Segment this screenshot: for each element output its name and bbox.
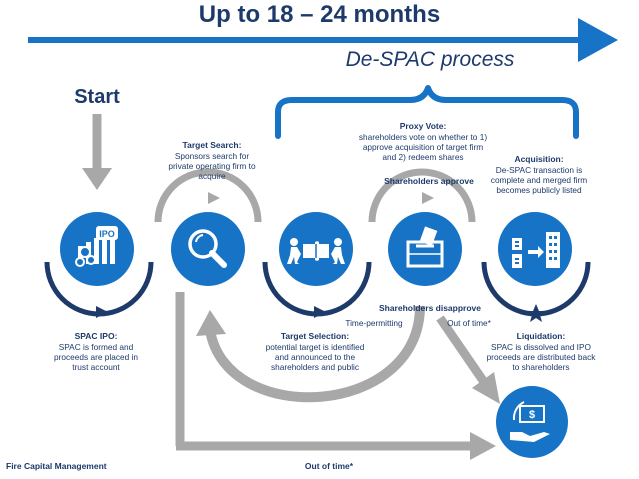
magnifier-icon: [188, 229, 227, 268]
liquidation-title: Liquidation:: [516, 331, 566, 341]
acquisition-desc: De-SPAC transaction is complete and merg…: [490, 164, 588, 196]
spac-ipo-desc: SPAC is formed and proceeds are placed i…: [54, 341, 138, 373]
liquidation-circle: $: [496, 386, 568, 458]
svg-text:IPO: IPO: [99, 229, 115, 239]
forward-arcs: [154, 168, 476, 223]
ballot-box-icon: [406, 226, 444, 268]
proxy-vote-circle: [388, 212, 462, 286]
target-search-circle: [171, 212, 245, 286]
loop-back-arrow: [205, 305, 425, 403]
company-name: Fire Capital Management: [6, 461, 107, 471]
start-down-arrow: [82, 114, 112, 190]
time-permitting-label: Time-permitting: [345, 318, 403, 328]
svg-text:$: $: [529, 409, 535, 421]
shareholders-disapprove-label: Shareholders disapprove: [378, 303, 482, 313]
target-search-desc: Sponsors search for private operating fi…: [168, 150, 256, 182]
proxy-vote-desc: shareholders vote on whether to 1) appro…: [358, 131, 488, 163]
target-selection-title: Target Selection:: [280, 331, 350, 341]
proxy-vote-title: Proxy Vote:: [399, 121, 447, 131]
proxy-vote-text: Proxy Vote: shareholders vote on whether…: [356, 121, 490, 163]
despac-bracket: [275, 85, 579, 139]
target-search-title: Target Search:: [182, 140, 242, 150]
start-label: Start: [74, 86, 120, 108]
out-of-time-path: [175, 292, 496, 460]
out-of-time-bottom-label: Out of time*: [304, 461, 354, 471]
buildings-merge-icon: [512, 232, 560, 268]
out-of-time-right-label: Out of time*: [447, 318, 491, 328]
puzzle-handshake-icon: [287, 238, 345, 264]
spac-ipo-text: SPAC IPO: SPAC is formed and proceeds ar…: [50, 331, 142, 373]
target-search-text: Target Search: Sponsors search for priva…: [163, 140, 261, 182]
ipo-growth-icon: IPO: [75, 226, 118, 267]
acquisition-title: Acquisition:: [514, 154, 564, 164]
to-liquidation-arrow: [436, 315, 500, 404]
money-return-icon: $: [510, 401, 550, 442]
liquidation-text: Liquidation: SPAC is dissolved and IPO p…: [486, 331, 596, 373]
target-selection-desc: potential target is identified and annou…: [265, 341, 365, 373]
acquisition-circle: [498, 212, 572, 286]
spac-ipo-title: SPAC IPO:: [74, 331, 118, 341]
target-selection-circle: [279, 212, 353, 286]
target-selection-text: Target Selection: potential target is id…: [263, 331, 367, 373]
timeline-arrow: [28, 18, 618, 62]
liquidation-desc: SPAC is dissolved and IPO proceeds are d…: [486, 341, 596, 373]
star-marker: [526, 304, 546, 322]
acquisition-text: Acquisition: De-SPAC transaction is comp…: [486, 154, 592, 196]
despac-subtitle: De-SPAC process: [345, 48, 515, 71]
shareholders-approve-label: Shareholders approve: [384, 176, 474, 186]
spac-ipo-circle: IPO: [60, 212, 134, 286]
timeline-title: Up to 18 – 24 months: [198, 1, 441, 28]
